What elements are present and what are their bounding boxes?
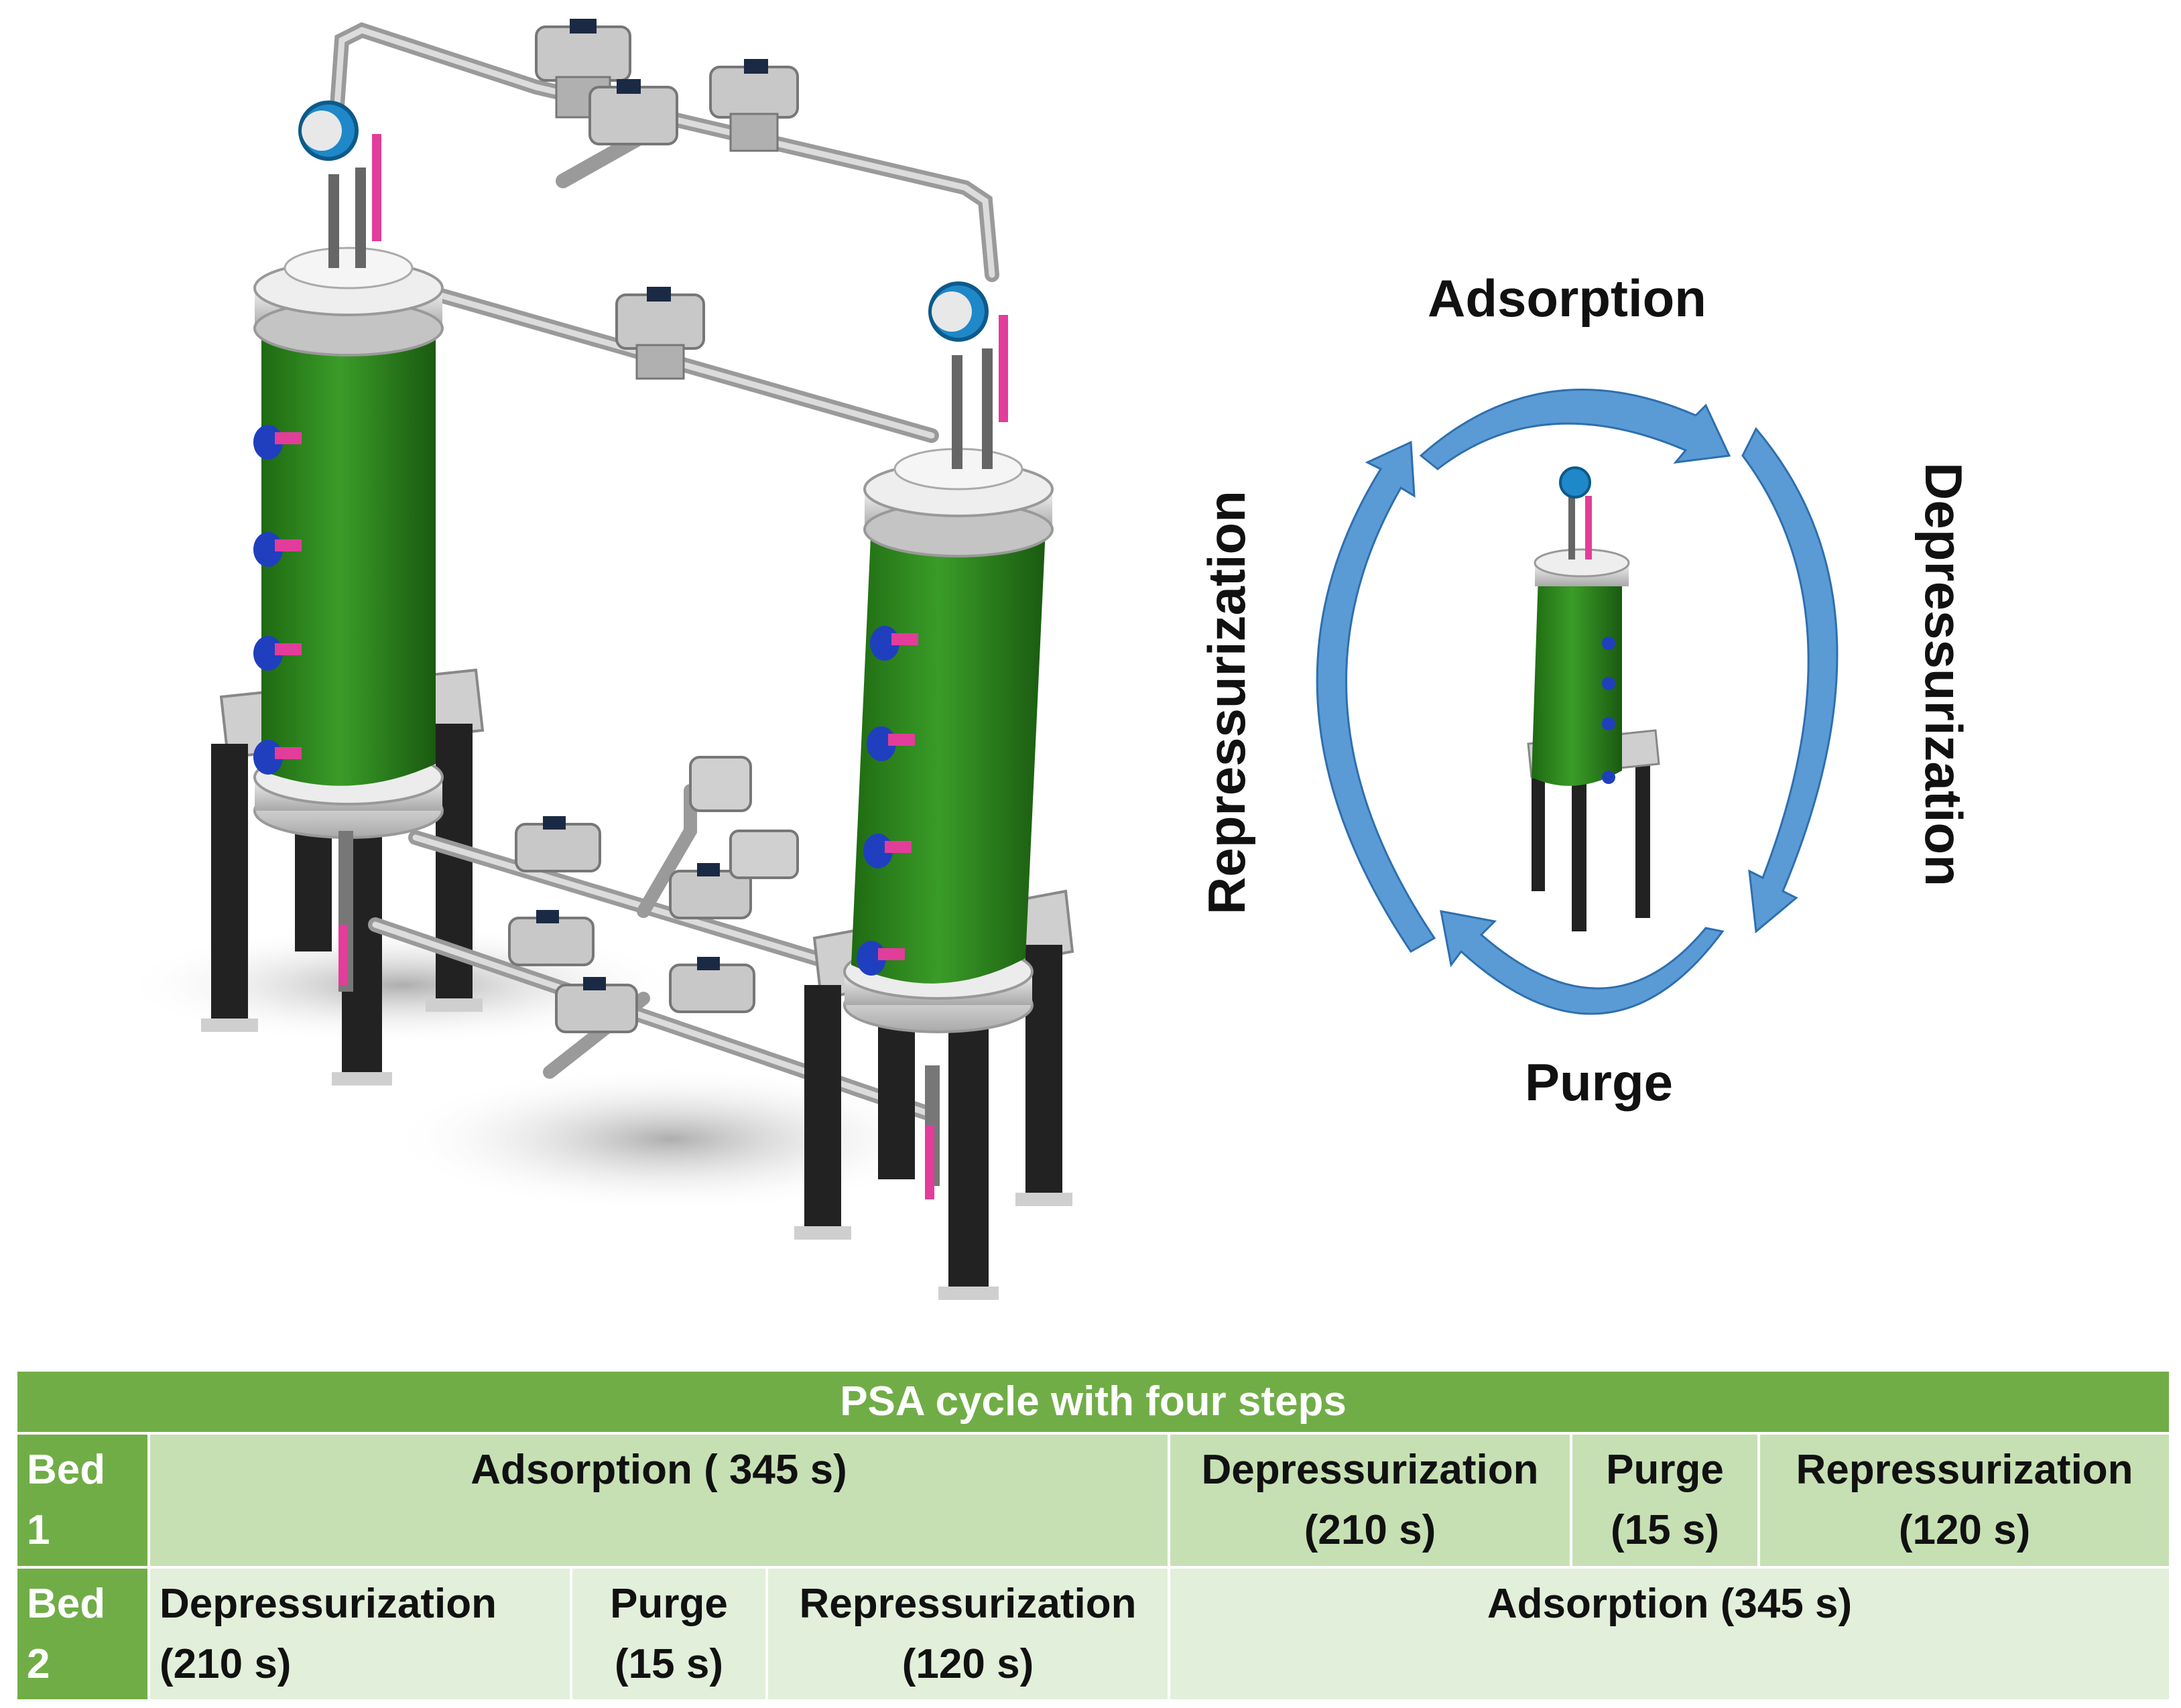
valve (555, 977, 638, 1033)
valve (689, 756, 799, 879)
valve (615, 287, 705, 380)
bed-2-label: Bed 2 (15, 1565, 150, 1703)
bed-2-adsorption-cell: Adsorption (345 s) (1167, 1565, 2172, 1703)
sample-port (253, 425, 302, 460)
column-thumbnail (1527, 466, 1660, 931)
sample-port (870, 626, 918, 661)
adsorption-column-1 (201, 101, 485, 1086)
valve (669, 863, 752, 919)
repressurization-arrow (1316, 440, 1436, 953)
bed-1-adsorption-cell: Adsorption ( 345 s) (147, 1431, 1170, 1569)
purge-step-label: Purge (1525, 1053, 1674, 1112)
bed-1-depressurization-cell: Depressurization (210 s) (1168, 1431, 1572, 1569)
sample-port (253, 636, 302, 671)
valve (515, 816, 601, 872)
bed-1-label: Bed 1 (15, 1431, 150, 1569)
bed-1-repressurization-cell: Repressurization (120 s) (1757, 1431, 2172, 1569)
depressurization-arrow (1741, 427, 1839, 933)
valve (535, 19, 631, 119)
sample-port (863, 834, 912, 868)
table-title: PSA cycle with four steps (14, 1369, 2172, 1435)
valve (669, 957, 755, 1013)
adsorption-column-2 (794, 281, 1074, 1300)
purge-arrow (1440, 910, 1725, 1015)
adsorption-arrow (1419, 389, 1731, 470)
sample-port (253, 532, 302, 567)
psa-apparatus-illustration (121, 19, 1839, 1300)
depressurization-step-label: Depressurization (1914, 462, 1973, 886)
adsorption-step-label: Adsorption (1428, 269, 1706, 328)
psa-cycle-table: PSA cycle with four steps Bed 1 Adsorpti… (14, 1369, 2172, 1703)
bed-2-repressurization-cell: Repressurization (120 s) (765, 1565, 1170, 1703)
bed-2-depressurization-cell: Depressurization (210 s) (147, 1565, 572, 1703)
valve (508, 910, 595, 966)
valve (709, 59, 799, 152)
sample-port (857, 941, 905, 976)
bed-1-purge-cell: Purge (15 s) (1570, 1431, 1760, 1569)
repressurization-step-label: Repressurization (1197, 490, 1256, 915)
sample-port (253, 740, 302, 775)
sample-port (867, 726, 915, 761)
bed-2-purge-cell: Purge (15 s) (570, 1565, 768, 1703)
valve (588, 79, 678, 145)
cycle-diagram (1316, 389, 1839, 1015)
